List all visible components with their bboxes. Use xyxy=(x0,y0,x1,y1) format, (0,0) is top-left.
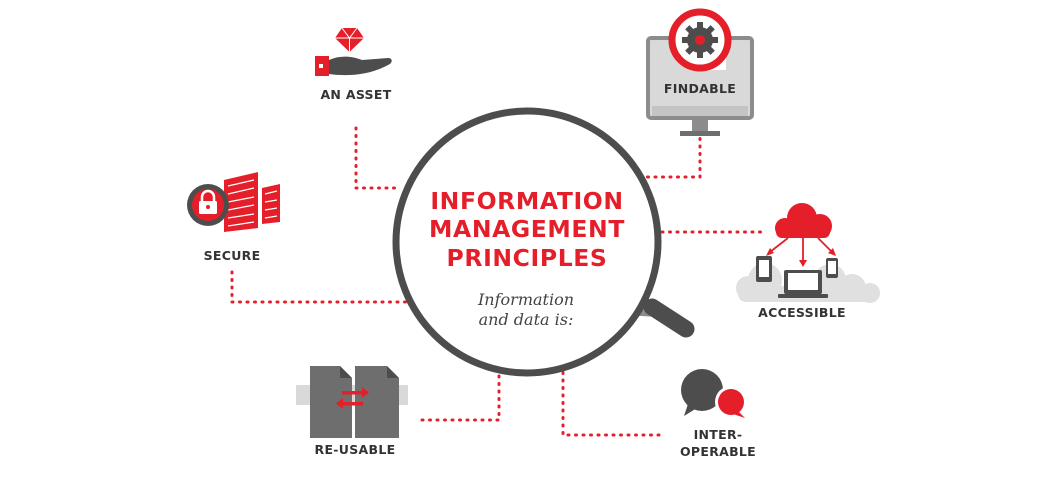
label-re-usable: RE-USABLE xyxy=(314,442,396,457)
connector-reusable xyxy=(420,363,501,422)
connector-asset xyxy=(354,126,402,190)
center-title-line-3: PRINCIPLES xyxy=(446,244,608,272)
server-lock-icon xyxy=(187,172,280,232)
cloud-devices-icon xyxy=(736,203,880,303)
label-operable: OPERABLE xyxy=(679,444,757,459)
ruby-hand-icon xyxy=(315,27,392,76)
monitor-gear-icon xyxy=(646,8,754,136)
center-title-line-1: INFORMATION xyxy=(430,187,624,215)
center-subtitle-line-1: Information xyxy=(477,290,575,309)
connector-findable xyxy=(638,134,702,179)
documents-arrows-icon xyxy=(296,366,408,438)
label-findable: FINDABLE xyxy=(663,81,737,96)
center-title-line-2: MANAGEMENT xyxy=(429,215,625,243)
label-secure: SECURE xyxy=(203,248,261,263)
connector-secure xyxy=(230,270,412,304)
connector-interoperable xyxy=(561,363,664,437)
center-subtitle-line-2: and data is: xyxy=(478,310,574,329)
magnifying-glass-icon xyxy=(392,107,695,377)
chat-bubbles-icon xyxy=(681,369,747,418)
label-accessible: ACCESSIBLE xyxy=(758,305,846,320)
label-inter: INTER- xyxy=(693,427,743,442)
label-an-asset: AN ASSET xyxy=(320,87,392,102)
connector-lines xyxy=(230,126,767,437)
